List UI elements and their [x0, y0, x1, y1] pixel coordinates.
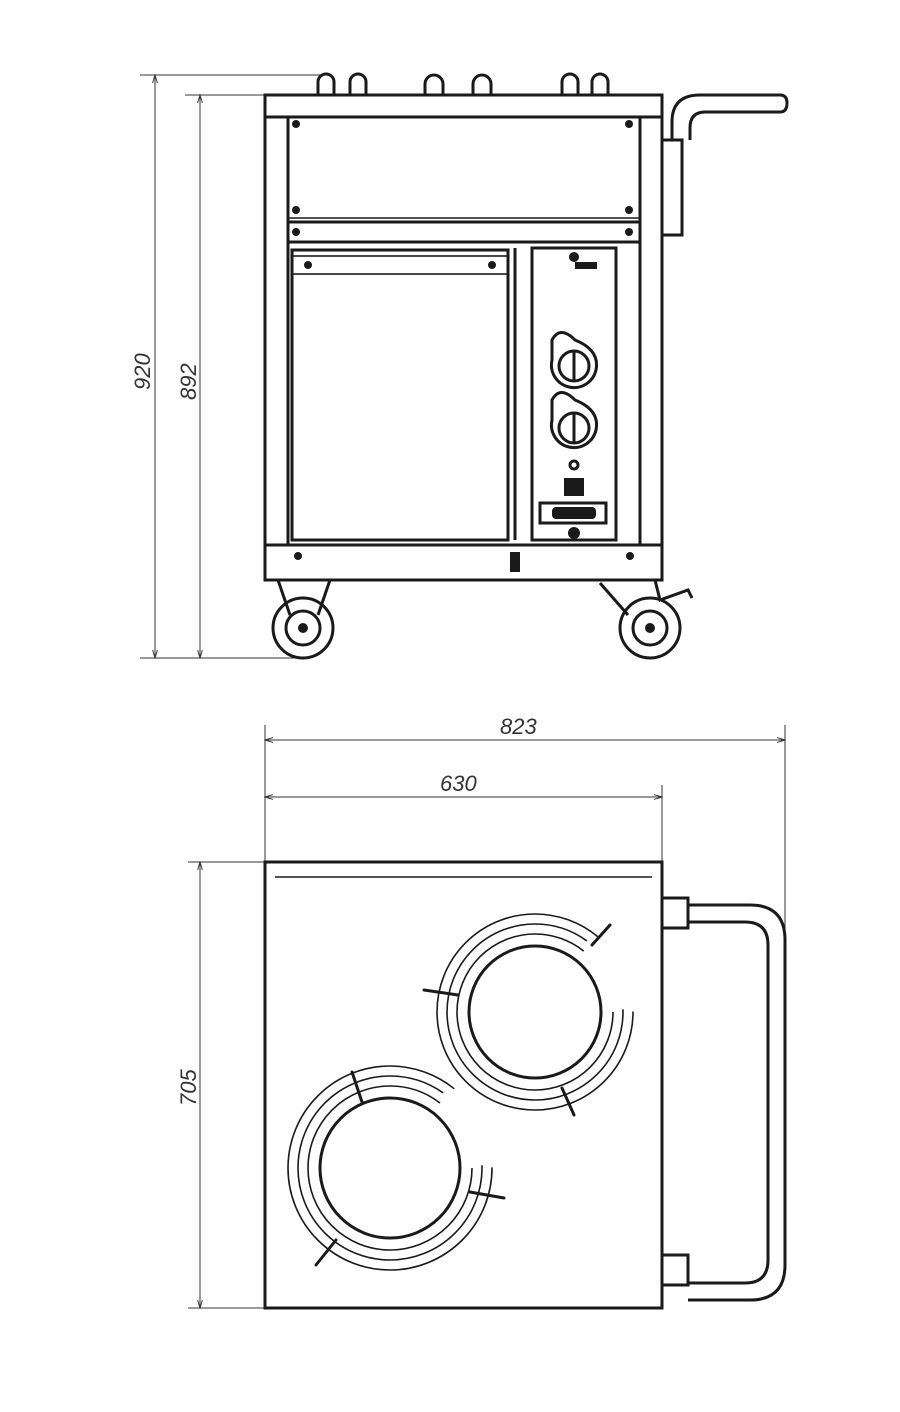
top-view: 823 630 705 — [176, 714, 787, 1310]
dimension-label-823: 823 — [500, 714, 537, 739]
indicator-lamp-icon — [568, 459, 580, 471]
top-surface — [263, 860, 664, 1310]
plate-well-lower — [287, 1065, 506, 1271]
caster-wheel-left — [271, 579, 335, 660]
power-switch-icon — [564, 478, 584, 496]
cross-bar — [286, 220, 642, 244]
thermostat-knob-icon — [549, 331, 599, 390]
dimension-823: 823 — [265, 714, 785, 930]
thermostat-knob-icon — [549, 391, 599, 450]
front-view: 920 892 — [130, 72, 789, 660]
plate-well-upper — [422, 913, 634, 1117]
control-panel — [530, 246, 618, 542]
dimension-label-892: 892 — [176, 363, 201, 400]
dimension-630: 630 — [265, 771, 662, 862]
dimension-705: 705 — [176, 862, 265, 1308]
dimension-920: 920 — [130, 75, 330, 658]
plate-holder-rods — [316, 72, 610, 95]
caster-wheel-right-with-brake — [598, 579, 694, 660]
push-handle-top — [660, 896, 787, 1302]
cabinet-frame — [263, 115, 664, 582]
push-handle — [660, 93, 789, 237]
cabinet-door — [290, 248, 510, 542]
dimension-892: 892 — [176, 95, 265, 658]
dimension-label-920: 920 — [130, 353, 155, 390]
dimension-label-630: 630 — [440, 771, 477, 796]
top-plate — [263, 93, 664, 119]
dimension-label-705: 705 — [176, 1069, 201, 1106]
